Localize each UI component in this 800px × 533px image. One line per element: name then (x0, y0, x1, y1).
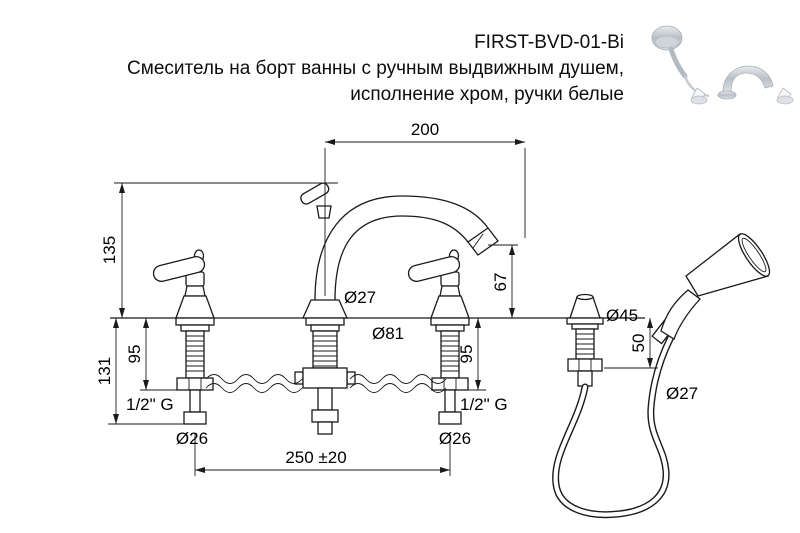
dim-outlet-drop: 67 (491, 273, 510, 292)
photo-hose (683, 75, 710, 98)
dim-spout-reach: 200 (411, 120, 439, 139)
dim-left-shank-diameter: Ø26 (176, 429, 208, 448)
dim-left-thread: 1/2" G (126, 395, 174, 414)
dim-right-shank-diameter: Ø26 (439, 429, 471, 448)
hand-shower (651, 233, 771, 345)
description-line-2: исполнение хром, ручки белые (350, 84, 624, 105)
dim-holder-shank-length: 50 (629, 334, 648, 353)
photo-shower-handle (668, 46, 688, 79)
shower-holder (566, 293, 604, 387)
header: FIRST-BVD-01-Bi Смеситель на борт ванны … (127, 30, 624, 108)
photo-handles (690, 87, 794, 105)
dim-hose-diameter: Ø27 (666, 384, 698, 403)
dim-centers-spacing: 250 ±20 (285, 448, 346, 467)
product-photo (651, 25, 794, 105)
dim-right-shank-length: 95 (457, 345, 476, 364)
dim-base-diameter: Ø81 (372, 324, 404, 343)
dim-right-thread: 1/2" G (460, 395, 508, 414)
shower-hose (552, 333, 675, 519)
connection-hoses (205, 374, 447, 393)
photo-spout (722, 65, 774, 93)
photo-spout-base (717, 90, 737, 100)
dim-left-total-length: 131 (95, 357, 114, 385)
dim-spout-height: 135 (100, 236, 119, 264)
photo-shower-face (654, 35, 680, 49)
spout (294, 182, 499, 435)
model-number: FIRST-BVD-01-Bi (474, 32, 624, 53)
dimensions: 200 135 67 95 131 (95, 120, 698, 476)
dim-left-shank-length: 95 (125, 345, 144, 364)
dim-riser-diameter: Ø27 (344, 288, 376, 307)
left-handle (152, 249, 215, 425)
dim-holder-diameter: Ø45 (606, 306, 638, 325)
description-line-1: Смеситель на борт ванны с ручным выдвижн… (127, 58, 624, 79)
right-handle (407, 249, 470, 425)
